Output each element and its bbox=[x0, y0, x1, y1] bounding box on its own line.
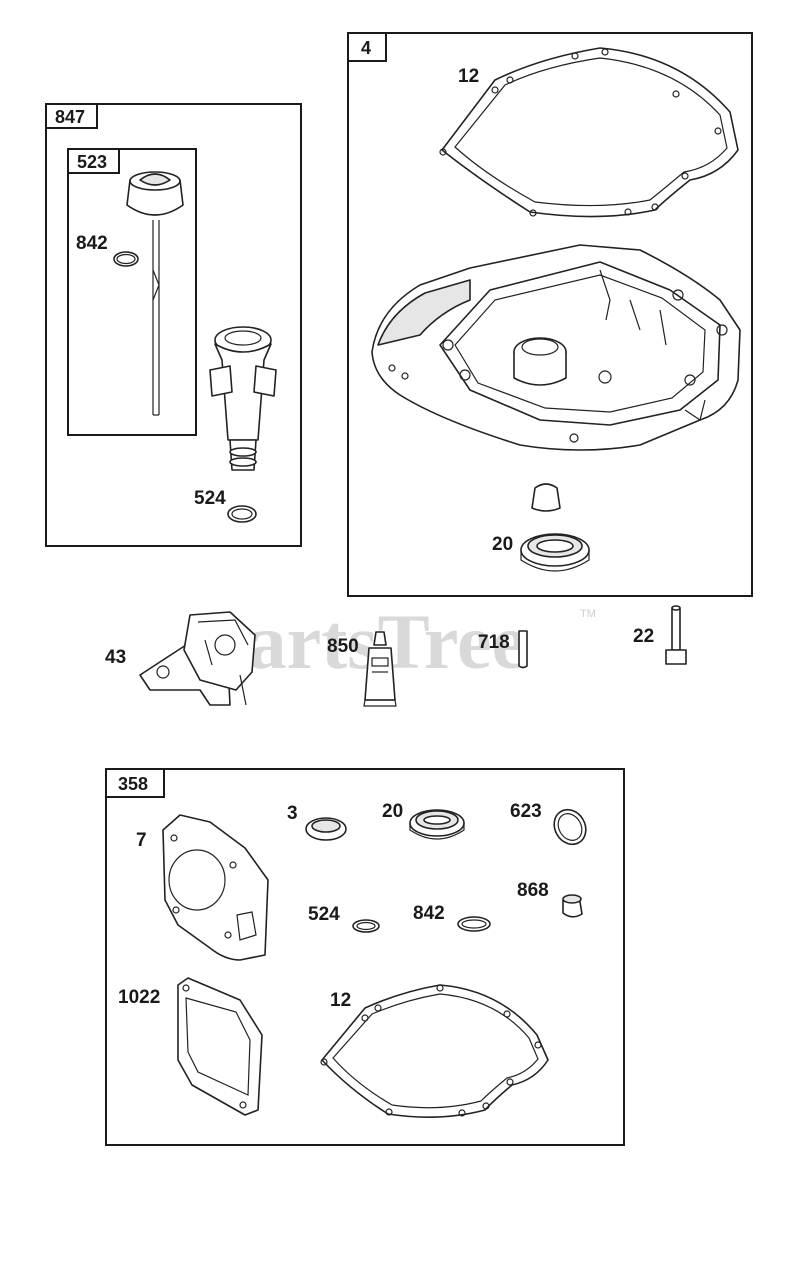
callout-7: 7 bbox=[136, 830, 147, 851]
screw-22[interactable] bbox=[665, 605, 687, 665]
callout-842-kit: 842 bbox=[413, 903, 445, 924]
gasket-1022[interactable] bbox=[177, 977, 263, 1116]
callout-20-top: 20 bbox=[492, 534, 513, 555]
dipstick-tube-part[interactable] bbox=[209, 326, 277, 471]
callout-43: 43 bbox=[105, 647, 126, 668]
callout-842-top: 842 bbox=[76, 233, 108, 254]
group-4-label: 4 bbox=[361, 38, 371, 58]
plug-868[interactable] bbox=[562, 894, 583, 918]
callout-3: 3 bbox=[287, 803, 298, 824]
gasket-12-top[interactable] bbox=[439, 47, 739, 218]
plug-part-top[interactable] bbox=[531, 483, 561, 512]
callout-623: 623 bbox=[510, 801, 542, 822]
ring-623[interactable] bbox=[548, 804, 592, 850]
group-358: 358 bbox=[105, 768, 625, 1146]
callout-718: 718 bbox=[478, 632, 510, 653]
callout-868: 868 bbox=[517, 880, 549, 901]
dowel-pin-718[interactable] bbox=[518, 630, 528, 669]
dipstick-part[interactable] bbox=[126, 171, 184, 416]
callout-20-kit: 20 bbox=[382, 801, 403, 822]
group-847: 847 bbox=[45, 103, 302, 547]
head-gasket-7[interactable] bbox=[162, 814, 269, 961]
group-523: 523 bbox=[67, 148, 197, 436]
sealant-tube-850[interactable] bbox=[363, 631, 397, 707]
o-ring-842-top-inner bbox=[116, 253, 136, 265]
callout-850: 850 bbox=[327, 636, 359, 657]
o-ring-524-kit[interactable] bbox=[352, 919, 380, 933]
crankcase-sump-part[interactable] bbox=[371, 244, 741, 451]
callout-22: 22 bbox=[633, 626, 654, 647]
callout-524-top: 524 bbox=[194, 488, 226, 509]
group-523-label: 523 bbox=[77, 152, 107, 172]
callout-12-top: 12 bbox=[458, 66, 479, 87]
group-847-label: 847 bbox=[55, 107, 85, 127]
oil-seal-20-top[interactable] bbox=[520, 533, 590, 572]
o-ring-842-kit[interactable] bbox=[457, 916, 491, 932]
group-4: 4 bbox=[347, 32, 753, 597]
o-ring-524-top-inner bbox=[231, 508, 253, 520]
governor-43-part[interactable] bbox=[139, 611, 256, 706]
group-358-label: 358 bbox=[118, 774, 148, 794]
valve-seal-3[interactable] bbox=[305, 817, 347, 841]
watermark-trademark: TM bbox=[580, 608, 596, 620]
callout-12-kit: 12 bbox=[330, 990, 351, 1011]
gasket-12-kit[interactable] bbox=[320, 984, 549, 1118]
callout-1022: 1022 bbox=[118, 987, 160, 1008]
oil-seal-20-kit[interactable] bbox=[409, 809, 465, 840]
callout-524-kit: 524 bbox=[308, 904, 340, 925]
